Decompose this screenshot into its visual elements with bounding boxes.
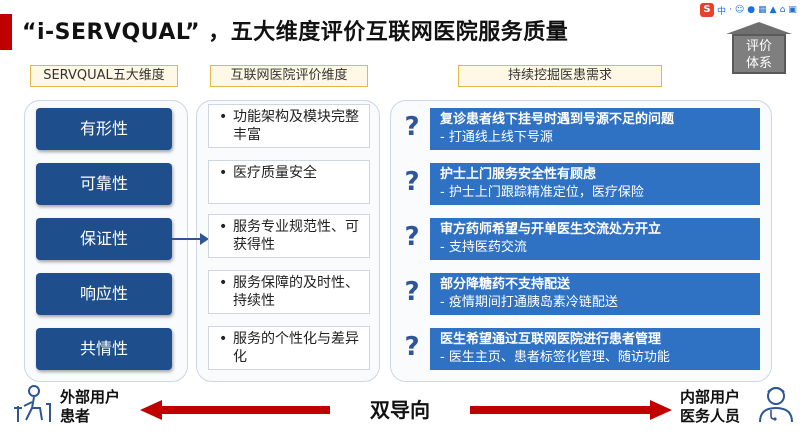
external-user-label: 外部用户 患者 <box>60 388 120 426</box>
internal-user-label: 内部用户 医务人员 <box>680 388 740 426</box>
need-item: 医生希望通过互联网医院进行患者管理 - 医生主页、患者标签化管理、随访功能 <box>430 328 760 370</box>
ime-keyboard-icon[interactable]: ▦ <box>758 5 767 15</box>
question-mark-icon: ? <box>404 277 420 307</box>
external-user-line2: 患者 <box>60 407 91 425</box>
page-title: “i-SERVQUAL” ，五大维度评价互联网医院服务质量 <box>22 20 569 45</box>
bullet-icon: • <box>219 275 228 291</box>
eval-item-text: 功能架构及模块完整丰富 <box>233 109 359 143</box>
arrow-right-icon <box>200 233 209 245</box>
ime-toolbar[interactable]: S 中 · ☺ ● ▦ ▲ ⌂ ▣ <box>700 2 804 18</box>
ime-logo-icon[interactable]: S <box>700 3 714 17</box>
need-detail: - 支持医药交流 <box>440 240 527 255</box>
need-item: 复诊患者线下挂号时遇到号源不足的问题 - 打通线上线下号源 <box>430 108 760 150</box>
external-user-line1: 外部用户 <box>60 388 121 406</box>
need-detail: - 打通线上线下号源 <box>440 130 553 145</box>
need-title: 复诊患者线下挂号时遇到号源不足的问题 <box>440 112 675 127</box>
need-item: 审方药师希望与开单医生交流处方开立 - 支持医药交流 <box>430 218 760 260</box>
doctor-icon <box>759 387 793 423</box>
eval-item-personalization: • 服务的个性化与差异化 <box>208 326 370 370</box>
need-title: 医生希望通过互联网医院进行患者管理 <box>440 332 662 347</box>
ime-lang-toggle[interactable]: 中 <box>717 6 727 17</box>
need-detail: - 护士上门跟踪精准定位，医疗保险 <box>440 185 644 200</box>
need-title: 部分降糖药不支持配送 <box>440 277 571 292</box>
internet-eval-header: 互联网医院评价维度 <box>210 65 368 87</box>
patient-icon <box>14 385 51 422</box>
ime-punct-icon[interactable]: · <box>729 5 732 15</box>
dual-orientation-label: 双导向 <box>330 396 470 424</box>
title-accent-bar <box>0 14 12 50</box>
need-detail: - 医生主页、患者标签化管理、随访功能 <box>440 350 670 365</box>
eval-item-architecture: • 功能架构及模块完整丰富 <box>208 104 370 148</box>
ime-emoji-icon[interactable]: ☺ <box>734 5 745 15</box>
bullet-icon: • <box>219 165 228 181</box>
question-mark-icon: ? <box>404 332 420 362</box>
ime-home-icon[interactable]: ⌂ <box>779 5 786 15</box>
ime-skin-icon[interactable]: ▲ <box>769 5 777 15</box>
eval-item-timeliness: • 服务保障的及时性、持续性 <box>208 270 370 314</box>
need-title: 护士上门服务安全性有顾虑 <box>440 167 597 182</box>
servqual-header: SERVQUAL五大维度 <box>30 65 178 87</box>
dimension-responsiveness: 响应性 <box>36 273 172 315</box>
question-mark-icon: ? <box>404 112 420 142</box>
evaluation-system-badge: 评价 体系 <box>726 22 792 74</box>
evaluation-system-line2: 体系 <box>745 56 772 71</box>
need-detail: - 疫情期间打通胰岛素冷链配送 <box>440 295 618 310</box>
eval-item-professionalism: • 服务专业规范性、可获得性 <box>208 214 370 258</box>
needs-header: 持续挖掘医患需求 <box>458 65 662 87</box>
ime-tools-icon[interactable]: ▣ <box>788 5 797 15</box>
dimension-assurance: 保证性 <box>36 218 172 260</box>
eval-item-text: 医疗质量安全 <box>233 165 317 181</box>
ime-voice-icon[interactable]: ● <box>747 5 756 15</box>
dimension-empathy: 共情性 <box>36 328 172 370</box>
need-title: 审方药师希望与开单医生交流处方开立 <box>440 222 662 237</box>
eval-item-text: 服务专业规范性、可获得性 <box>233 219 359 253</box>
bullet-icon: • <box>219 331 228 347</box>
internal-user-line2: 医务人员 <box>680 407 741 425</box>
dimension-reliability: 可靠性 <box>36 163 172 205</box>
question-mark-icon: ? <box>404 222 420 252</box>
eval-item-text: 服务保障的及时性、持续性 <box>233 275 359 309</box>
need-item: 部分降糖药不支持配送 - 疫情期间打通胰岛素冷链配送 <box>430 273 760 315</box>
evaluation-system-label: 评价 体系 <box>732 34 786 74</box>
dimension-tangibles: 有形性 <box>36 108 172 150</box>
internal-user-line1: 内部用户 <box>680 388 741 406</box>
house-roof-icon <box>726 22 792 34</box>
eval-item-safety: • 医疗质量安全 <box>208 160 370 204</box>
need-item: 护士上门服务安全性有顾虑 - 护士上门跟踪精准定位，医疗保险 <box>430 163 760 205</box>
evaluation-system-line1: 评价 <box>745 39 772 54</box>
assurance-arrow-line <box>172 238 202 240</box>
question-mark-icon: ? <box>404 167 420 197</box>
eval-item-text: 服务的个性化与差异化 <box>233 331 359 365</box>
bullet-icon: • <box>219 109 228 125</box>
bullet-icon: • <box>219 219 228 235</box>
